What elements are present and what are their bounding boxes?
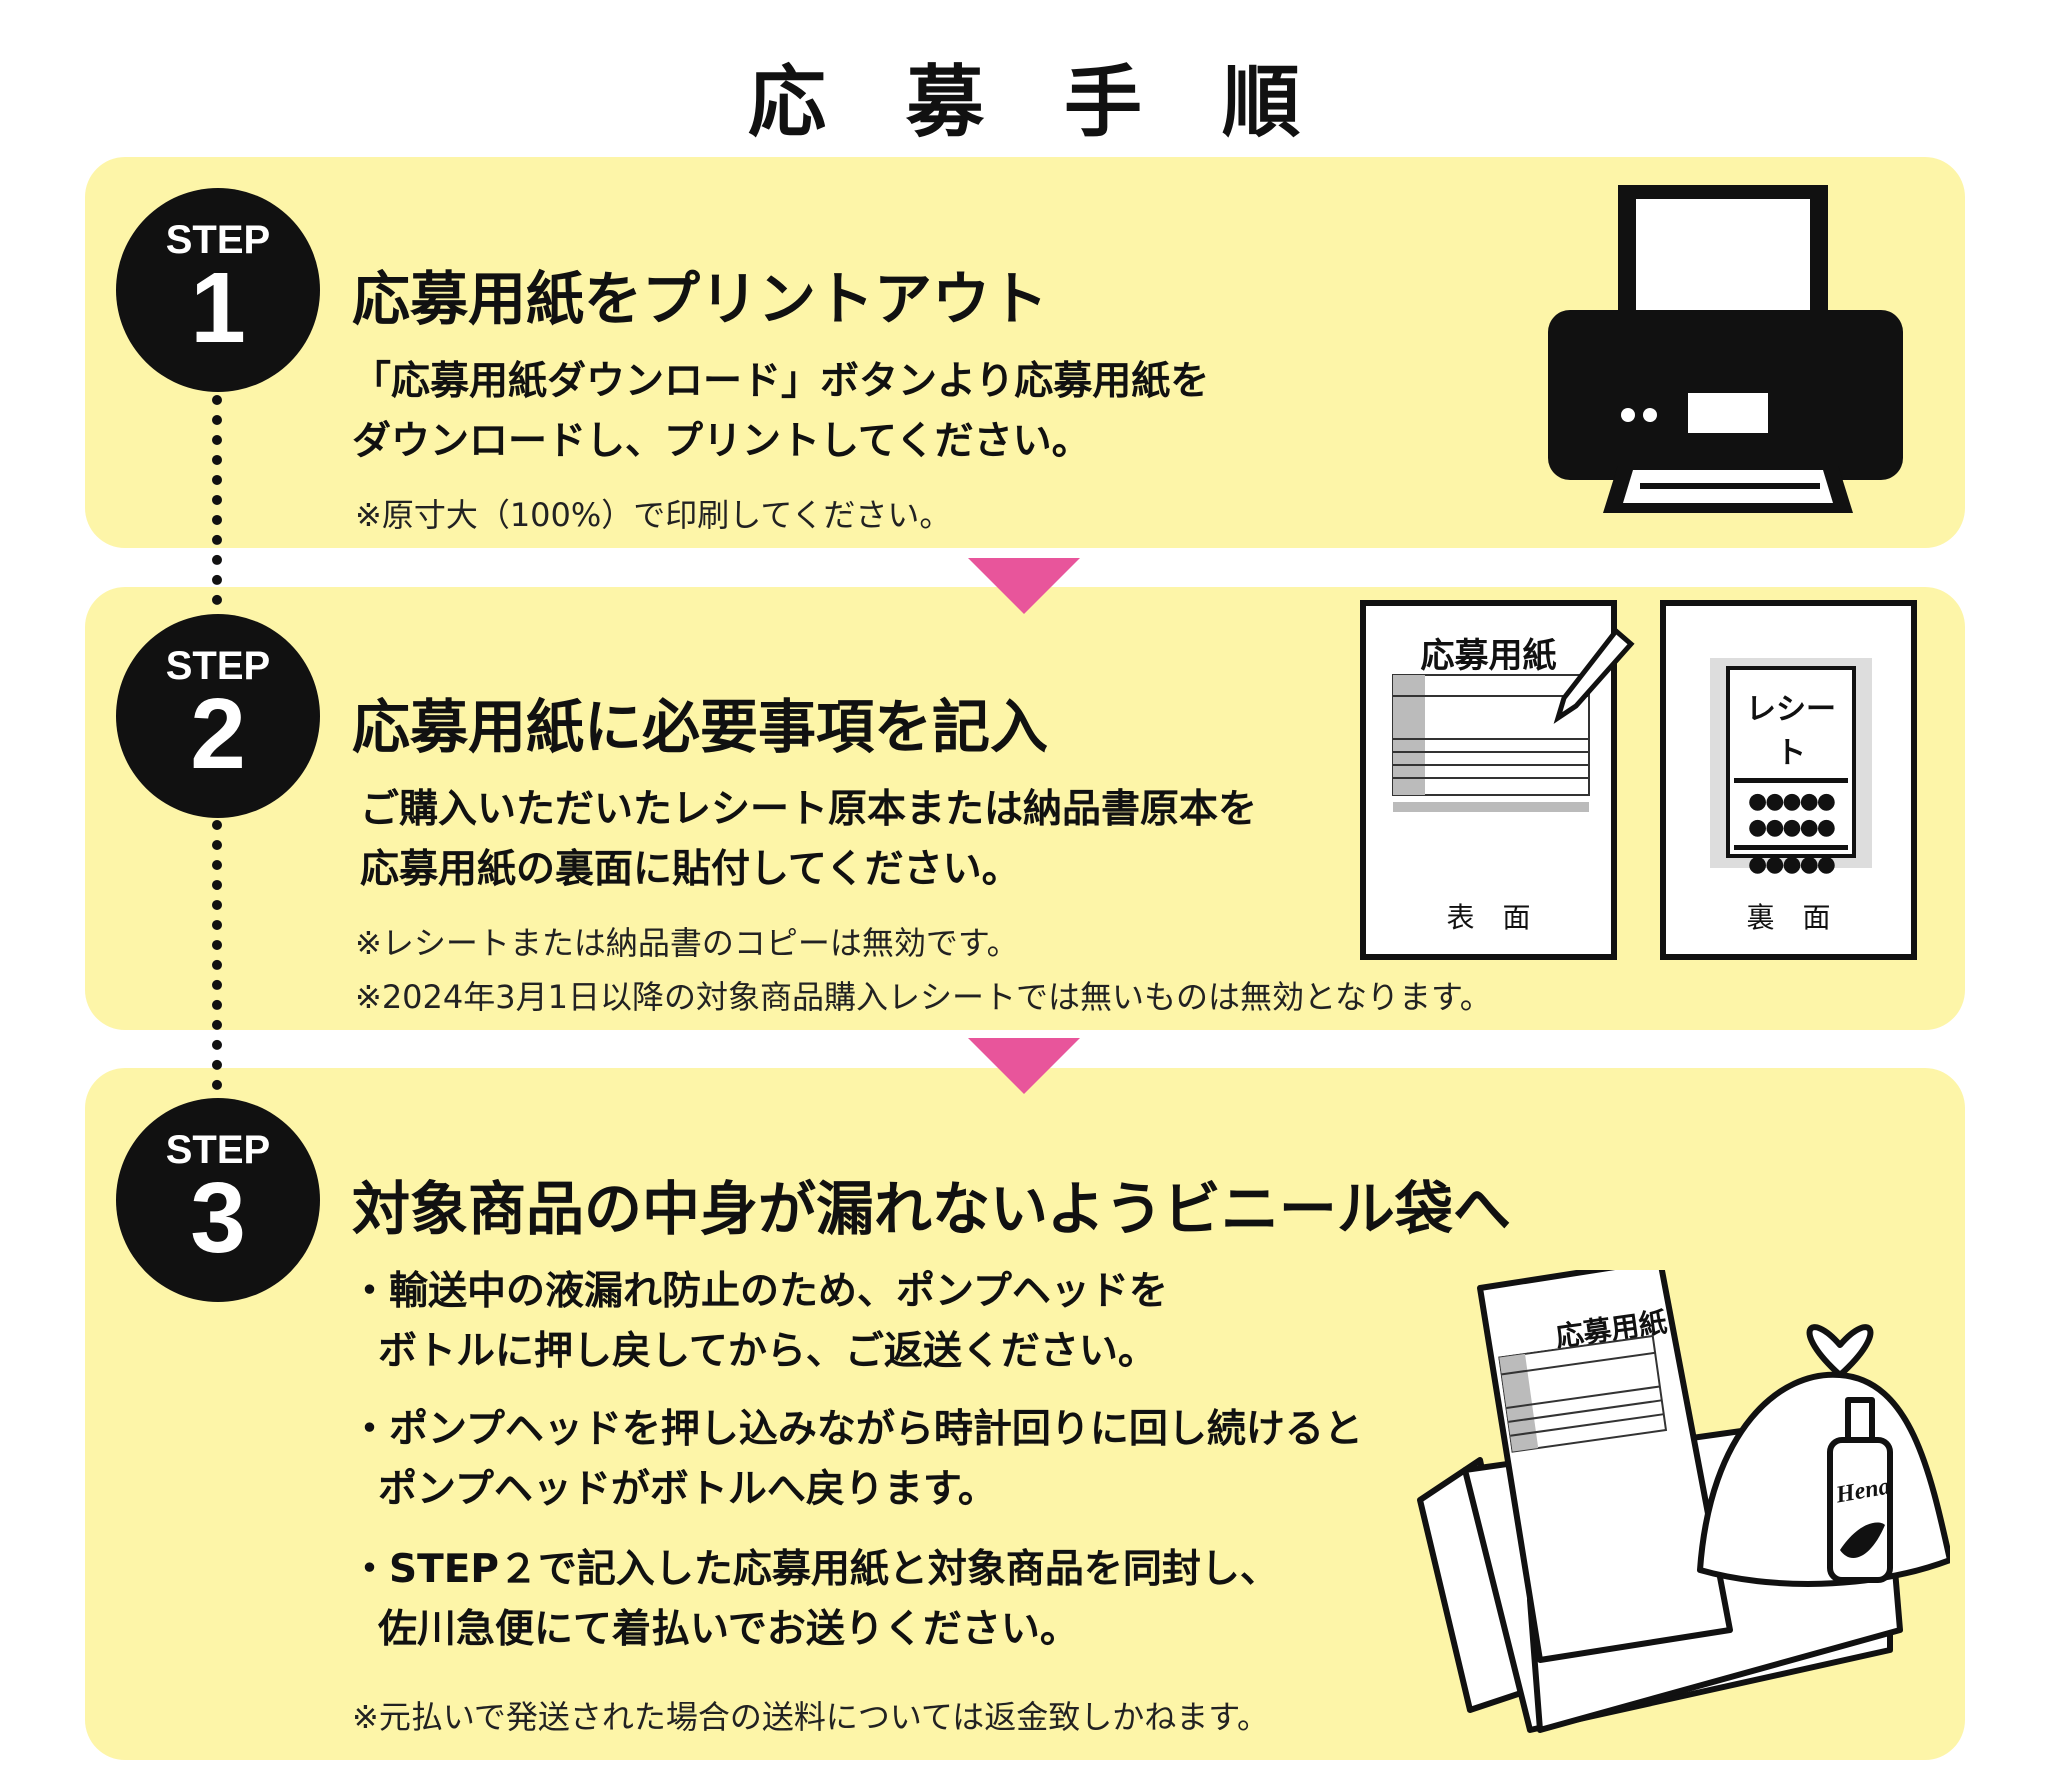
step-label: STEP [165, 1128, 271, 1172]
step-label: STEP [165, 218, 271, 262]
body-line: ダウンロードし、プリントしてください。 [352, 419, 1091, 464]
step-3-heading: 対象商品の中身が漏れないようビニール袋へ [352, 1175, 1511, 1243]
step-connector [212, 820, 222, 1110]
pencil-icon [1553, 627, 1635, 724]
form-table-icon [1392, 674, 1590, 812]
page-title: 応募手順 [747, 58, 1380, 148]
step-1-heading: 応募用紙をプリントアウト [352, 265, 1049, 333]
body-line: ご購入いただいたレシート原本または納品書原本を [360, 787, 1258, 832]
form-table-icon [1498, 1334, 1668, 1453]
form-title: 応募用紙 [1420, 636, 1557, 676]
receipt-dots-icon: ●●●●●●●●●● [1748, 789, 1836, 840]
step-connector [212, 395, 222, 625]
receipt-title: レシート [1734, 684, 1848, 783]
back-label: 裏 面 [1746, 901, 1831, 934]
down-arrow-icon [968, 1038, 1080, 1094]
step-number: 1 [190, 252, 246, 364]
bullet-line: STEP２で記入した応募用紙と対象商品を同封し、 [389, 1547, 1279, 1592]
bullet-item: ・輸送中の液漏れ防止のため、ポンプヘッドを ボトルに押し戻してから、ご返送くださ… [350, 1262, 1168, 1382]
step-number: 2 [190, 678, 246, 790]
step-2-heading: 応募用紙に必要事項を記入 [352, 693, 1049, 761]
front-label: 表 面 [1446, 901, 1531, 934]
step-3-badge: STEP 3 [116, 1098, 320, 1302]
down-arrow-icon [968, 558, 1080, 614]
body-line: 「応募用紙ダウンロード」ボタンより応募用紙を [352, 359, 1210, 404]
step-1-note: ※原寸大（100%）で印刷してください。 [355, 496, 952, 534]
form-front-illustration: 応募用紙 表 面 [1360, 600, 1635, 960]
step-label: STEP [165, 644, 271, 688]
printer-icon [1548, 185, 1903, 513]
bullet-line: 輸送中の液漏れ防止のため、ポンプヘッドを [389, 1269, 1168, 1314]
step-3-note: ※元払いで発送された場合の送料については返金致しかねます。 [352, 1698, 1270, 1736]
bullet-line: ポンプヘッドがボトルへ戻ります。 [378, 1467, 997, 1512]
shipping-box-illustration [1417, 1270, 1950, 1733]
form-back-illustration: レシート ●●●●●●●●●● ●●●●● 裏 面 [1660, 600, 1917, 960]
step-2-note: ※レシートまたは納品書のコピーは無効です。 [355, 924, 1019, 962]
step-number: 3 [190, 1162, 246, 1274]
receipt-dots-icon: ●●●●● [1734, 845, 1848, 877]
bullet-item: ・STEP２で記入した応募用紙と対象商品を同封し、 佐川急便にて着払いでお送りく… [350, 1540, 1279, 1660]
step-2-badge: STEP 2 [116, 614, 320, 818]
step-2-body: ご購入いただいたレシート原本または納品書原本を 応募用紙の裏面に貼付してください… [360, 780, 1257, 900]
step-2-note: ※2024年3月1日以降の対象商品購入レシートでは無いものは無効となります。 [355, 978, 1492, 1016]
step-1-badge: STEP 1 [116, 188, 320, 392]
receipt-illustration: レシート ●●●●●●●●●● ●●●●● [1726, 666, 1856, 877]
bullet-line: ポンプヘッドを押し込みながら時計回りに回し続けると [389, 1407, 1363, 1452]
body-line: 応募用紙の裏面に貼付してください。 [360, 847, 1021, 892]
step-2-card [85, 587, 1965, 1030]
step-1-body: 「応募用紙ダウンロード」ボタンより応募用紙を ダウンロードし、プリントしてくださ… [352, 352, 1209, 472]
bullet-line: 佐川急便にて着払いでお送りください。 [378, 1607, 1079, 1652]
bullet-line: ボトルに押し戻してから、ご返送ください。 [378, 1329, 1157, 1374]
bullet-item: ・ポンプヘッドを押し込みながら時計回りに回し続けると ポンプヘッドがボトルへ戻り… [350, 1400, 1363, 1520]
